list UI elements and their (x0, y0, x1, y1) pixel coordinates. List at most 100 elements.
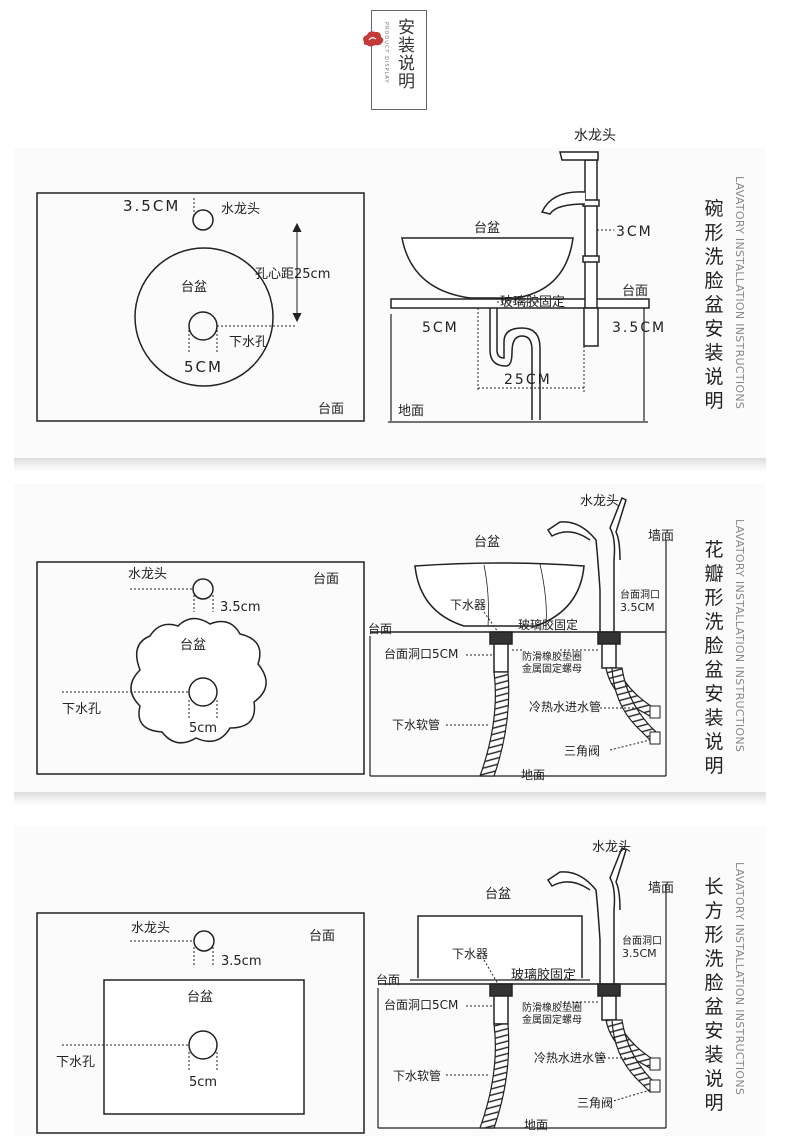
s1-plan-drain-label: 下水孔 (229, 335, 268, 350)
s2-side-basin-label: 台盆 (474, 535, 500, 550)
s2-counter-outline (36, 561, 365, 775)
s1-plan-spacing-label: 孔心距25cm (255, 267, 330, 282)
section-2-panel (14, 484, 766, 792)
s1-faucet-hole (192, 209, 214, 231)
s3-side-counter-hole-size: 3.5CM (622, 947, 657, 960)
s3-faucet-thread (601, 995, 617, 1021)
s3-plan-basin-label: 台盆 (187, 990, 213, 1005)
s3-faucet-body (546, 871, 601, 984)
s1-faucet-handle (559, 151, 599, 161)
s1-plan-faucet-hole-label: 3.5CM (123, 197, 180, 215)
section-2-shadow (14, 792, 766, 806)
s2-drain-fitting (489, 631, 513, 645)
s2-petal-seam-2 (539, 563, 547, 627)
section-2-english: LAVATORY INSTALLATION INSTRUCTIONS (733, 519, 746, 753)
s2-petal-basin-outline (130, 617, 267, 744)
s3-plan-faucet-hole: 3.5cm (221, 954, 262, 969)
s1-faucet-body (584, 159, 598, 309)
header-title: 安装说明 (394, 18, 414, 90)
s2-plan-drain-size: 5cm (189, 721, 217, 736)
s2-plan-faucet-hole: 3.5cm (220, 600, 261, 615)
s3-plan-counter-label: 台面 (309, 929, 335, 944)
header-box (371, 10, 427, 110)
s3-drain-thread (493, 995, 509, 1025)
s3-valve-1 (649, 1057, 661, 1071)
s2-valve-1 (649, 705, 661, 719)
s3-counter-outline (36, 912, 365, 1134)
s3-faucet-hole (193, 930, 215, 952)
s2-drain-hose (479, 671, 510, 777)
s2-side-faucet-label: 水龙头 (580, 494, 619, 509)
s2-drain-thread (493, 643, 509, 673)
s3-side-wall-label: 墙面 (648, 881, 674, 896)
s1-drain-pipe-inner (496, 308, 541, 420)
s1-side-drain-size: 5CM (422, 320, 459, 336)
s1-side-spacing: 25CM (504, 372, 552, 388)
s3-side-nut: 金属固定螺母 (522, 1013, 582, 1026)
s3-side-drain-hole: 台面洞口5CM (384, 997, 458, 1012)
s3-lead-drain (483, 959, 499, 985)
s1-side-floor-label: 地面 (398, 404, 424, 419)
s1-side-faucet-hole: 3.5CM (612, 320, 666, 336)
s1-counter-outline (36, 192, 365, 422)
s1-side-dimensions (477, 229, 614, 392)
s1-side-counter-label: 台面 (622, 284, 648, 299)
s3-leader-lines (446, 959, 651, 1103)
s1-drain-hole (188, 311, 218, 341)
s3-side-floor-label: 地面 (524, 1118, 548, 1132)
s3-drain-hole (188, 1030, 218, 1060)
s3-supply-hose-2 (611, 1019, 657, 1093)
s1-spacing-arrow-top (292, 222, 302, 233)
s2-petal-basin (414, 562, 585, 627)
s3-side-hose: 下水软管 (393, 1068, 441, 1083)
s2-lead-valve (609, 739, 651, 751)
s2-side-nut: 金属固定螺母 (522, 662, 582, 675)
s1-side-faucet-label: 水龙头 (574, 128, 616, 144)
s2-side-floor-label: 地面 (521, 768, 545, 782)
s3-plan-faucet-label: 水龙头 (131, 921, 170, 936)
s2-plan-drain-label: 下水孔 (62, 702, 101, 717)
s3-rect-basin-outline (103, 979, 305, 1115)
s1-side-height-label: 3CM (616, 224, 653, 240)
s3-valve-2 (649, 1079, 661, 1093)
s2-lead-drain (483, 611, 499, 633)
s2-side-supply: 冷热水进水管 (529, 699, 601, 714)
section-1-title: 碗形洗脸盆安装说明 (704, 198, 724, 412)
s2-petal-seam-1 (483, 564, 489, 627)
s1-drain-pipe (489, 308, 533, 420)
s2-plan-basin-label: 台盆 (180, 638, 206, 653)
section-1-english: LAVATORY INSTALLATION INSTRUCTIONS (733, 176, 746, 410)
section-3-plan-view (36, 912, 365, 1134)
s2-faucet-nut (597, 631, 621, 645)
s2-plan-faucet-label: 水龙头 (128, 567, 167, 582)
s2-faucet-body (546, 521, 601, 632)
s2-side-drain-hole: 台面洞口5CM (384, 646, 458, 661)
s2-supply-hose-2 (611, 667, 657, 741)
s3-faucet-nut (597, 983, 621, 997)
s3-rect-basin (417, 915, 583, 978)
s2-faucet-thread (601, 643, 617, 669)
s2-side-glue-label: 玻璃胶固定 (518, 617, 578, 632)
s1-basin-outline (134, 247, 274, 387)
s3-side-gasket: 防滑橡胶垫圈 (522, 1001, 582, 1014)
s3-side-faucet-label: 水龙头 (592, 840, 631, 855)
s3-side-counter-label: 台面 (376, 972, 400, 987)
s2-side-valve: 三角阀 (564, 744, 600, 758)
s3-side-drain-label: 下水器 (452, 947, 488, 961)
s3-drain-hose (479, 1023, 510, 1129)
s2-side-hose: 下水软管 (392, 717, 440, 732)
s3-side-counter-hole: 台面洞口 (622, 934, 662, 947)
s2-side-gasket: 防滑橡胶垫圈 (522, 650, 582, 663)
s2-side-wall-label: 墙面 (648, 529, 674, 544)
s1-faucet-spout (540, 191, 586, 215)
s1-side-glue-label: 玻璃胶固定 (500, 294, 565, 310)
s2-side-counter-hole-size: 3.5CM (620, 601, 655, 614)
section-2-title: 花瓣形洗脸盆安装说明 (704, 539, 724, 777)
s2-valve-2 (649, 731, 661, 745)
s3-lead-valve (609, 1089, 651, 1103)
s1-bowl-basin (401, 237, 574, 299)
section-2-side-view (369, 496, 667, 777)
s1-faucet-ring-2 (582, 255, 600, 263)
section-2-plan-view (36, 561, 365, 775)
s3-side-glue-label: 玻璃胶固定 (511, 967, 576, 983)
